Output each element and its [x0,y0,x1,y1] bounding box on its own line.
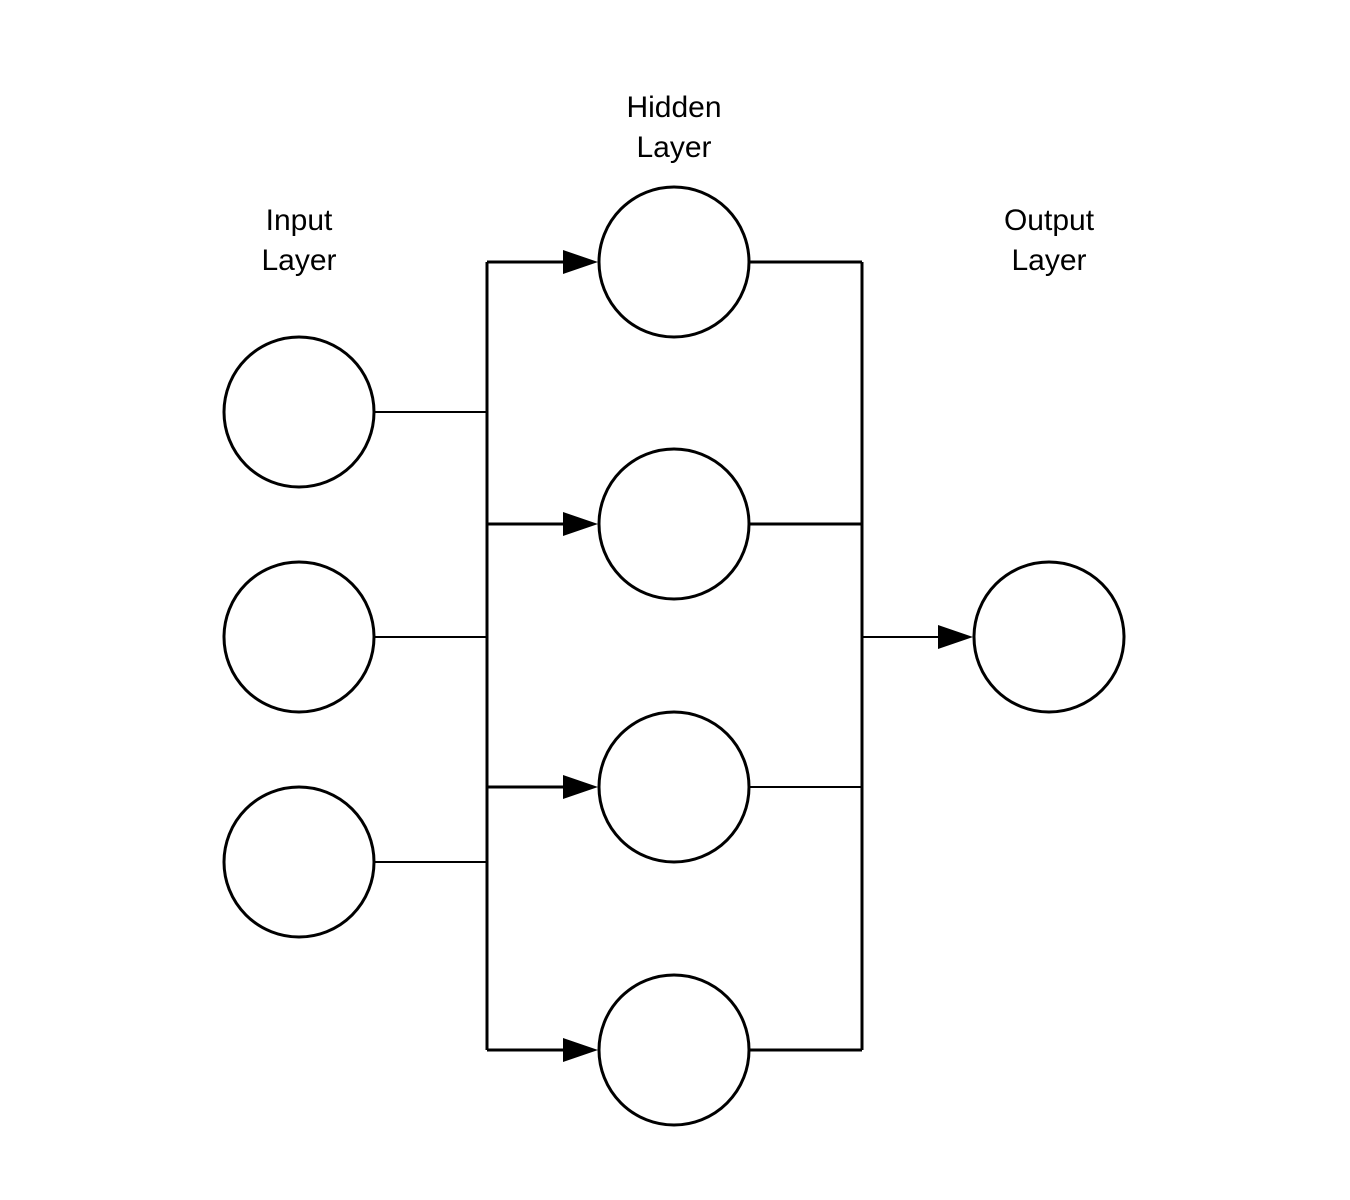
output-layer-nodes [972,560,1126,714]
arrow-to-output [862,625,973,649]
arrowhead-icon [563,512,598,536]
output-node-1 [972,560,1126,714]
arrow-to-hidden-1 [487,250,598,274]
hidden-layer-label: Hidden Layer [626,91,721,164]
input-layer-label: Input Layer [261,204,336,277]
input-layer-label-line2: Layer [261,244,336,277]
input-node-3 [222,785,376,939]
input-node-1 [222,335,376,489]
output-layer-label: Output Layer [1004,204,1095,277]
hidden-input-arrows [487,250,598,1062]
hidden-node-2 [597,447,751,601]
hidden-layer-label-line2: Layer [636,131,711,164]
input-layer-nodes [222,335,376,939]
arrow-to-hidden-4 [487,1038,598,1062]
arrow-to-hidden-3 [487,775,598,799]
output-layer-label-line2: Layer [1011,244,1086,277]
hidden-node-4 [597,973,751,1127]
hidden-layer-nodes [597,185,751,1127]
arrowhead-icon [563,250,598,274]
arrowhead-icon [938,625,973,649]
input-connectors [374,411,487,863]
hidden-layer-label-line1: Hidden [626,91,721,124]
hidden-node-3 [597,710,751,864]
output-layer-label-line1: Output [1004,204,1095,237]
input-node-2 [222,560,376,714]
hidden-node-1 [597,185,751,339]
arrowhead-icon [563,775,598,799]
arrowhead-icon [563,1038,598,1062]
input-layer-label-line1: Input [266,204,333,237]
hidden-output-connectors [749,260,862,1052]
arrow-to-hidden-2 [487,512,598,536]
